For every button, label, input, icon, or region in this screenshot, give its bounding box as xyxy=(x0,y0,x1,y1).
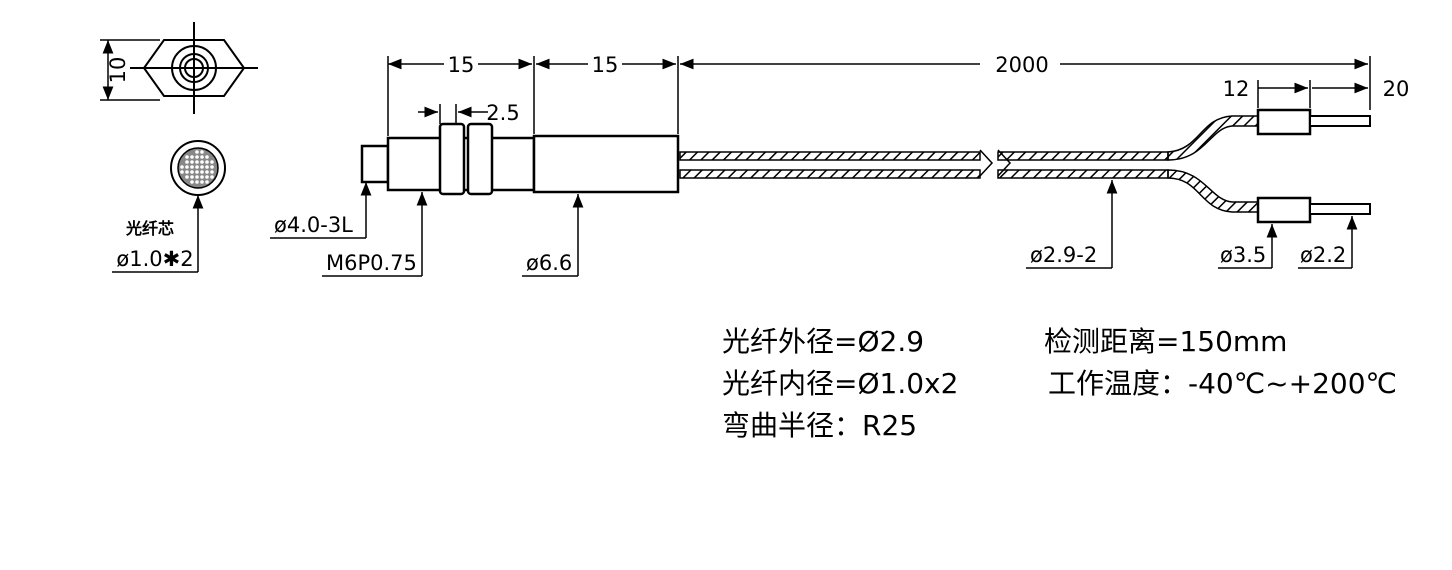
fiber-strand xyxy=(185,170,189,174)
spec-bend-radius: 弯曲半径：R25 xyxy=(722,409,918,442)
cable-dimension-lines xyxy=(680,56,1371,110)
fiber-strand xyxy=(205,155,209,159)
fiber-strand xyxy=(200,160,204,164)
cable-length-label: 2000 xyxy=(995,53,1048,77)
hex-nut-end-view xyxy=(100,22,258,114)
fiber-strand xyxy=(185,160,189,164)
lock-nut-2 xyxy=(466,122,494,196)
branch-length-1-label: 12 xyxy=(1223,77,1250,101)
fiber-strand xyxy=(190,165,194,169)
fiber-strand xyxy=(195,165,199,169)
fiber-strand xyxy=(205,175,209,179)
fiber-strand xyxy=(210,175,214,179)
probe-length-1-label: 15 xyxy=(448,53,475,77)
fiber-strand xyxy=(205,160,209,164)
fiber-strand xyxy=(200,170,204,174)
fiber-strand xyxy=(185,165,189,169)
probe-dimension-lines xyxy=(387,56,679,136)
probe-tip xyxy=(360,144,390,184)
spec-operating-temperature: 工作温度：-40℃~+200℃ xyxy=(1048,367,1397,400)
probe-body-sleeve xyxy=(532,134,680,194)
fiber-strand xyxy=(200,175,204,179)
fiber-strand xyxy=(195,150,199,154)
fiber-strand xyxy=(195,155,199,159)
thread-spec-label: M6P0.75 xyxy=(326,251,417,275)
fiber-strand xyxy=(195,160,199,164)
fiber-strand xyxy=(180,165,184,169)
fiber-core-title: 光纤芯 xyxy=(125,219,174,238)
fiber-strand xyxy=(205,165,209,169)
probe-length-2-label: 15 xyxy=(592,53,619,77)
fiber-strand xyxy=(205,170,209,174)
body-diameter-label: ø6.6 xyxy=(526,251,572,275)
fiber-strand xyxy=(210,165,214,169)
fiber-strand xyxy=(210,160,214,164)
branch-length-2-label: 20 xyxy=(1383,77,1410,101)
fiber-strand xyxy=(185,155,189,159)
fiber-core-value: ø1.0✱2 xyxy=(116,247,193,271)
fiber-strand xyxy=(190,170,194,174)
lock-nut-1 xyxy=(438,122,466,196)
fiber-strand xyxy=(200,165,204,169)
fiber-strand xyxy=(210,170,214,174)
spec-inner-diameter: 光纤内径=Ø1.0x2 xyxy=(722,367,959,400)
spec-detection-distance: 检测距离=150mm xyxy=(1044,325,1288,358)
fiber-strand xyxy=(190,180,194,184)
fiber-core-cross-section xyxy=(112,140,226,273)
fiber-strand xyxy=(195,175,199,179)
fiber-strand xyxy=(180,170,184,174)
fiber-strand xyxy=(200,155,204,159)
fiber-strand xyxy=(190,175,194,179)
probe-body xyxy=(360,122,680,196)
fiber-strand xyxy=(190,160,194,164)
fiber-strand xyxy=(185,175,189,179)
fiber-strand xyxy=(195,180,199,184)
thread-length-label: 2.5 xyxy=(486,101,519,125)
fiber-strand xyxy=(195,170,199,174)
fiber-strand xyxy=(200,180,204,184)
cable xyxy=(679,108,1371,224)
callout-leaders xyxy=(270,180,1358,277)
fiber-strand xyxy=(190,155,194,159)
spec-outer-diameter: 光纤外径=Ø2.9 xyxy=(722,325,925,358)
cable-diameter-label: ø2.9-2 xyxy=(1030,243,1097,267)
sleeve-diameter-label: ø3.5 xyxy=(1220,243,1266,267)
fiber-strand xyxy=(205,180,209,184)
hex-dimension-label: 10 xyxy=(106,57,130,84)
tip-diameter-label: ø4.0-3L xyxy=(274,213,353,237)
fiber-strand xyxy=(200,150,204,154)
fiber-end-diameter-label: ø2.2 xyxy=(1300,243,1346,267)
